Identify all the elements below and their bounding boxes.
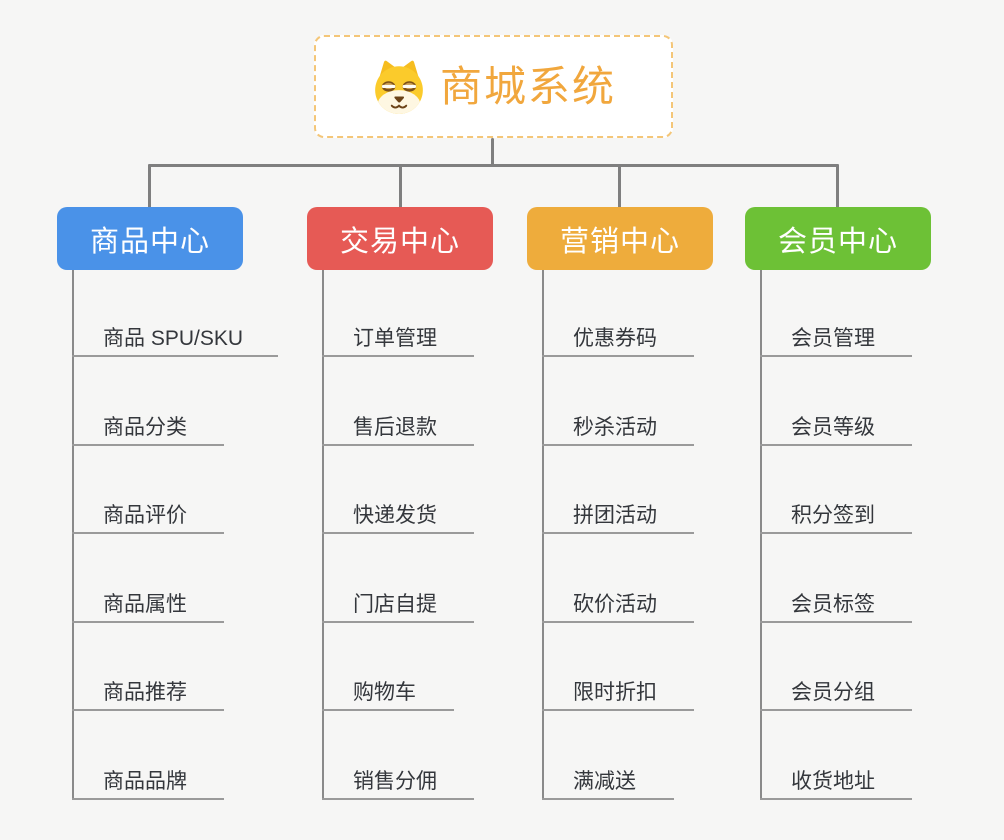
child-node[interactable]: 会员管理 <box>760 319 912 357</box>
child-node[interactable]: 砍价活动 <box>542 585 694 623</box>
child-node[interactable]: 商品评价 <box>72 496 224 534</box>
child-node[interactable]: 满减送 <box>542 762 674 800</box>
child-node[interactable]: 会员等级 <box>760 408 912 446</box>
branch-horizontal-line <box>148 164 839 167</box>
child-node[interactable]: 会员标签 <box>760 585 912 623</box>
branch-node-product-center[interactable]: 商品中心 <box>57 207 243 270</box>
child-node[interactable]: 购物车 <box>322 673 454 711</box>
trunk-line <box>542 270 544 799</box>
trunk-line <box>322 270 324 799</box>
branch-node-marketing-center[interactable]: 营销中心 <box>527 207 713 270</box>
branch-node-member-center[interactable]: 会员中心 <box>745 207 931 270</box>
branch-node-trade-center[interactable]: 交易中心 <box>307 207 493 270</box>
root-title: 商城系统 <box>439 62 616 110</box>
child-node[interactable]: 积分签到 <box>760 496 912 534</box>
child-node[interactable]: 商品推荐 <box>72 673 224 711</box>
child-node[interactable]: 订单管理 <box>322 319 474 357</box>
child-node[interactable]: 商品 SPU/SKU <box>72 319 278 357</box>
child-node[interactable]: 收货地址 <box>760 762 912 800</box>
dog-face-icon <box>371 59 427 115</box>
child-node[interactable]: 商品分类 <box>72 408 224 446</box>
child-node[interactable]: 售后退款 <box>322 408 474 446</box>
child-node[interactable]: 商品属性 <box>72 585 224 623</box>
branch-drop-line <box>148 164 151 209</box>
root-node[interactable]: 商城系统 <box>314 35 673 138</box>
child-node[interactable]: 商品品牌 <box>72 762 224 800</box>
child-node[interactable]: 会员分组 <box>760 673 912 711</box>
branch-drop-line <box>399 164 402 209</box>
child-node[interactable]: 拼团活动 <box>542 496 694 534</box>
branch-drop-line <box>618 164 621 209</box>
trunk-line <box>760 270 762 799</box>
child-node[interactable]: 门店自提 <box>322 585 474 623</box>
branch-drop-line <box>836 164 839 209</box>
child-node[interactable]: 优惠券码 <box>542 319 694 357</box>
child-node[interactable]: 秒杀活动 <box>542 408 694 446</box>
trunk-line <box>72 270 74 799</box>
root-stem-line <box>491 138 494 167</box>
child-node[interactable]: 销售分佣 <box>322 762 474 800</box>
child-node[interactable]: 限时折扣 <box>542 673 694 711</box>
child-node[interactable]: 快递发货 <box>322 496 474 534</box>
